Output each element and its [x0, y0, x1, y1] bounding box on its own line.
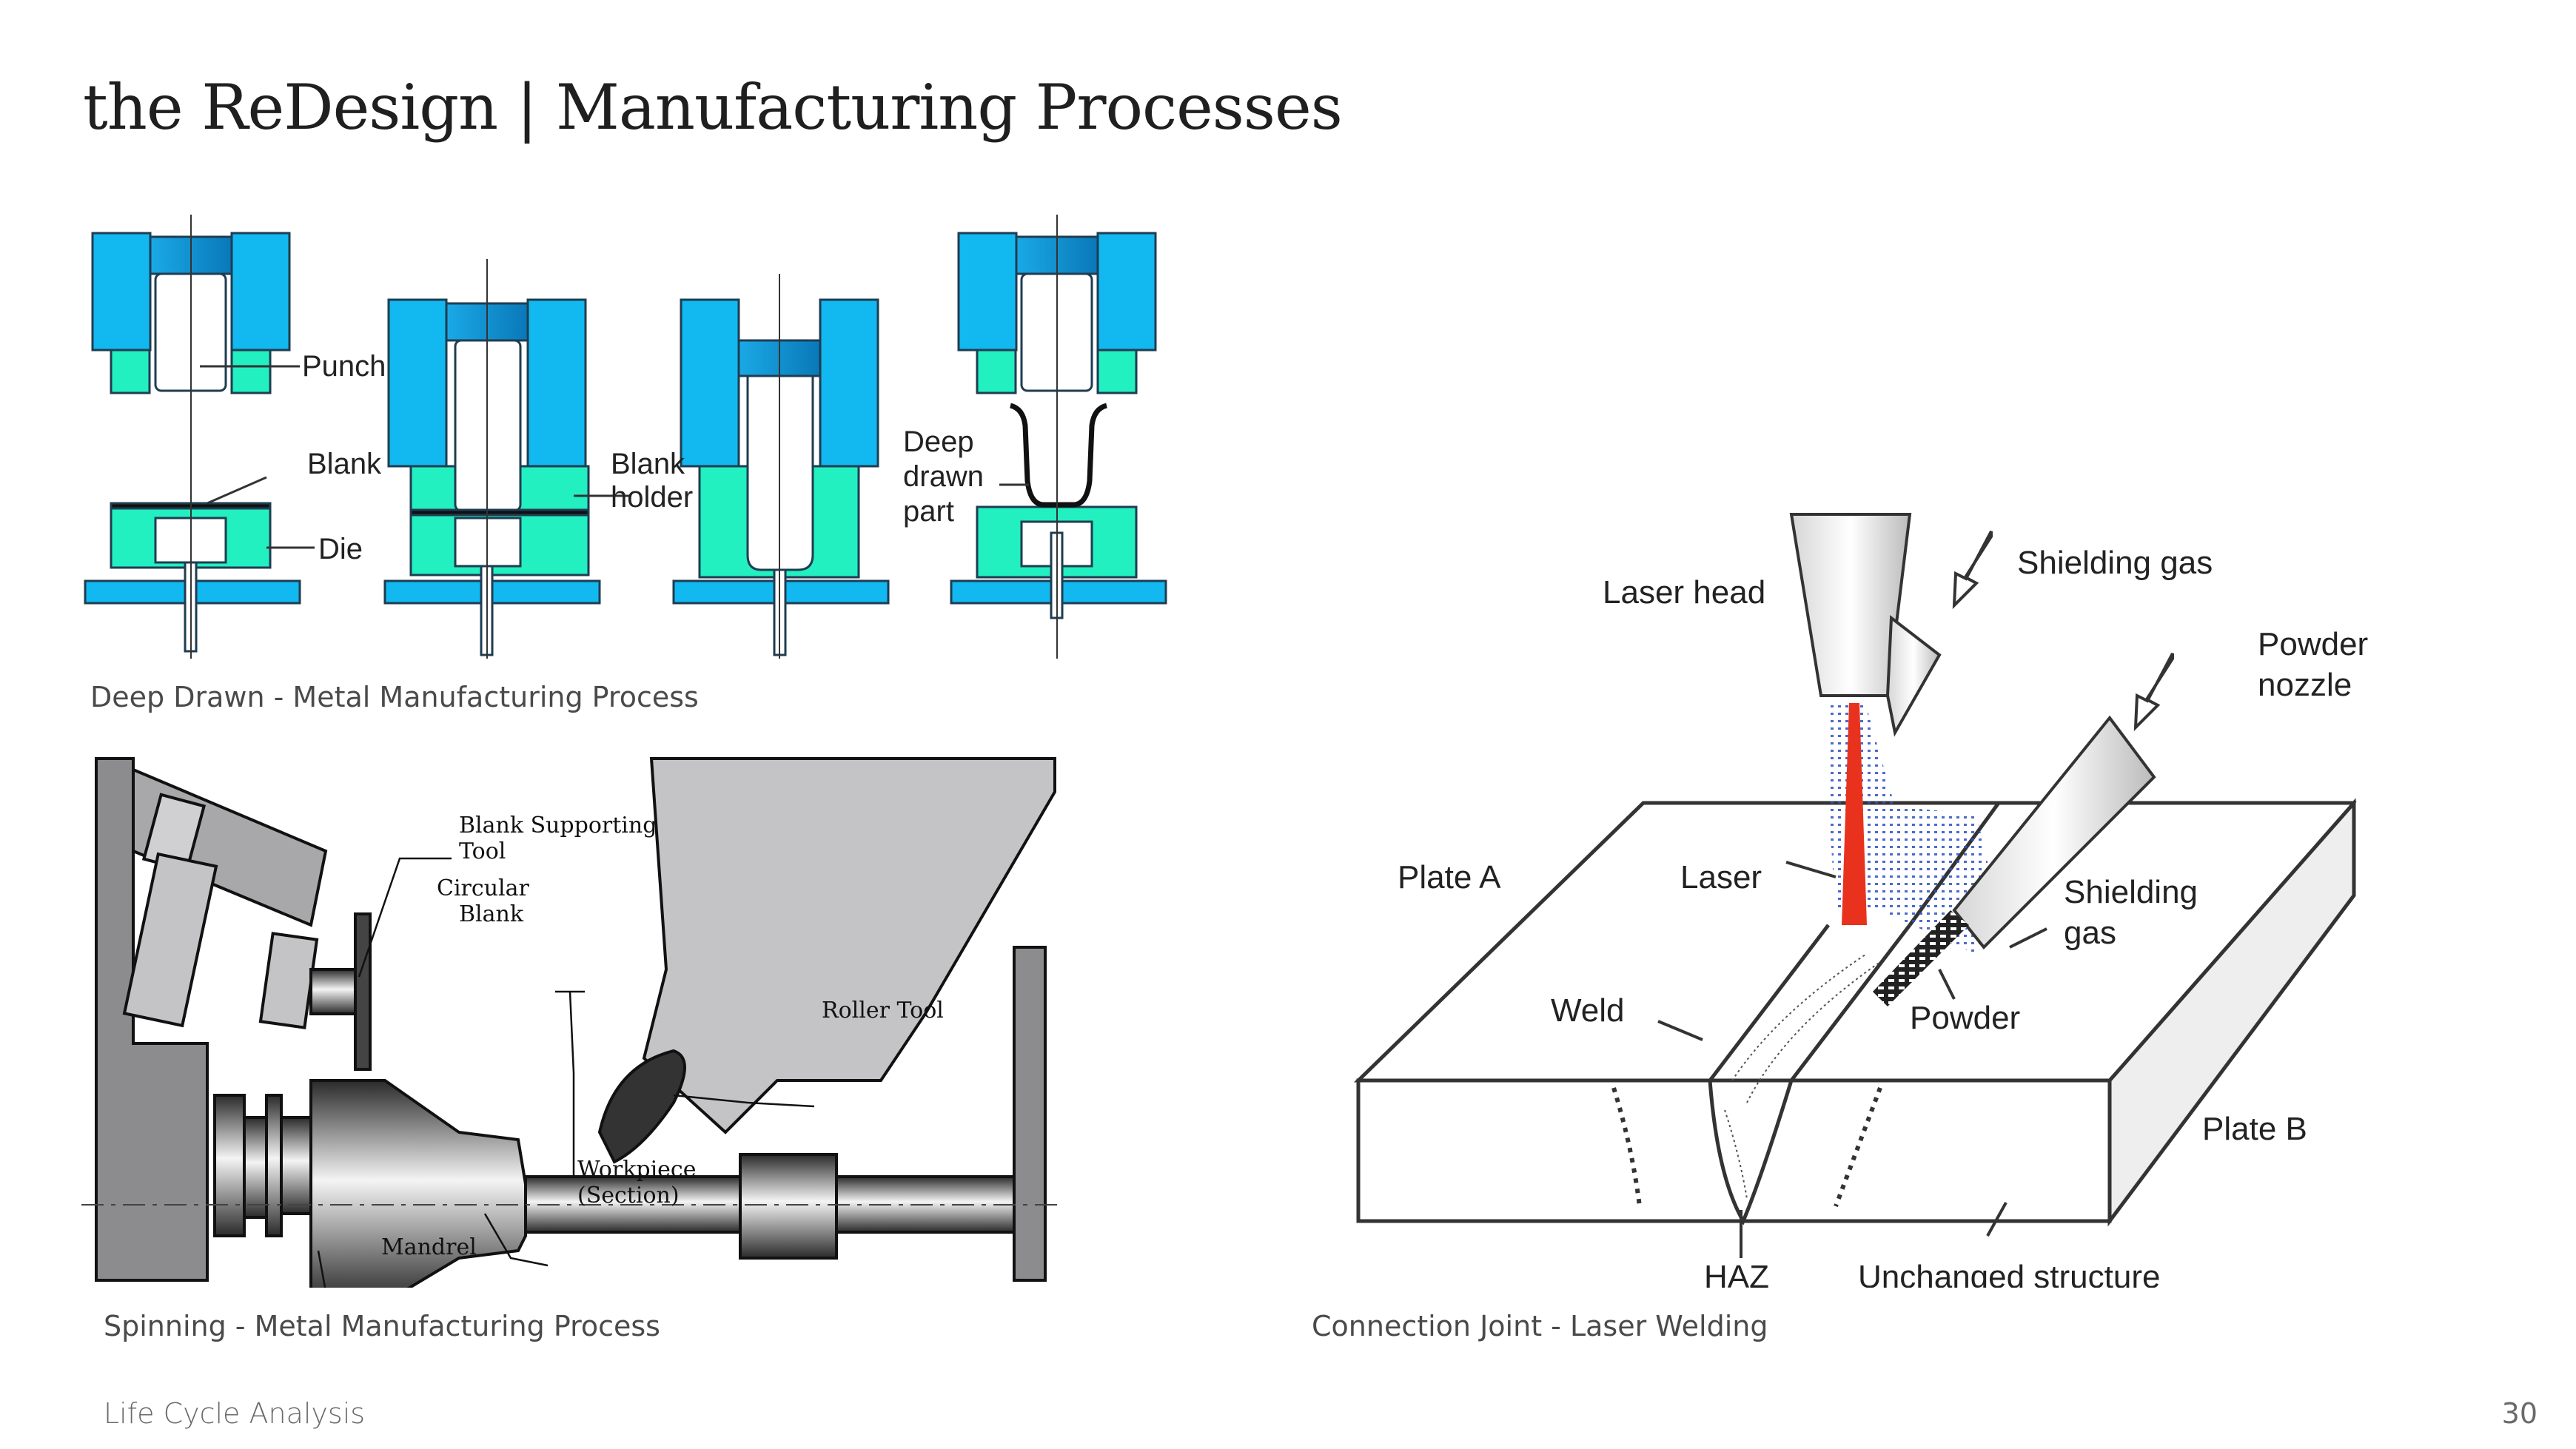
laser-welding-diagram: Laser head Shielding gas Powder nozzle P…: [1353, 513, 2368, 1295]
label-powder: Powder: [1910, 1000, 2020, 1036]
deep-drawing-figure: Punch Blank Die Blank holder Deep drawn …: [81, 215, 1192, 673]
laser-welding-figure: Laser head Shielding gas Powder nozzle P…: [1347, 496, 2398, 1295]
stage-1: [84, 232, 301, 653]
label-deep-drawn-1: Deep: [903, 426, 974, 458]
title-prefix: the: [83, 71, 202, 144]
caption-deep-drawing: Deep Drawn - Metal Manufacturing Process: [90, 681, 699, 713]
stage-3: [672, 298, 890, 656]
label-plate-a: Plate A: [1398, 859, 1501, 895]
powder-stream: [1873, 910, 1969, 1006]
label-workpiece-2: (Section): [577, 1183, 680, 1208]
label-mandrel: Mandrel: [381, 1234, 477, 1260]
label-punch: Punch: [302, 350, 386, 383]
label-laser-head: Laser head: [1603, 574, 1765, 611]
label-blank-holder-1: Blank: [611, 448, 685, 480]
label-circular-blank-2: Blank: [459, 901, 524, 927]
label-unchanged-structure: Unchanged structure: [1858, 1259, 2160, 1288]
headstock: [95, 757, 209, 1282]
label-plate-b: Plate B: [2202, 1111, 2307, 1147]
page-number: 30: [2501, 1397, 2538, 1430]
label-blank-holder-2: holder: [611, 481, 693, 514]
label-laser: Laser: [1680, 859, 1762, 895]
label-deep-drawn-2: drawn: [903, 460, 984, 493]
label-shielding-gas-1: Shielding: [2064, 874, 2198, 910]
title-main: ReDesign | Manufacturing Processes: [201, 71, 1343, 144]
spinning-diagram: Blank Supporting Tool Circular Blank Rol…: [81, 757, 1059, 1334]
footer-section-label: Life Cycle Analysis: [104, 1397, 366, 1430]
label-die: Die: [318, 533, 363, 565]
label-circular-blank-1: Circular: [437, 875, 529, 901]
caption-laser-welding: Connection Joint - Laser Welding: [1312, 1310, 1768, 1342]
label-deep-drawn-3: part: [903, 495, 954, 528]
spinning-figure: Blank Supporting Tool Circular Blank Rol…: [81, 747, 1059, 1334]
label-powder-nozzle-1: Powder: [2258, 626, 2368, 662]
powder-nozzle: [1952, 715, 2156, 949]
label-shielding-gas-2: gas: [2064, 915, 2116, 951]
label-blank-supporting-1: Blank Supporting: [459, 813, 657, 838]
label-blank: Blank: [307, 448, 382, 480]
stage-4: [950, 232, 1167, 619]
stage-2: [383, 298, 601, 656]
label-shielding-gas-top: Shielding gas: [2017, 545, 2213, 581]
label-blank-supporting-2: Tool: [459, 838, 506, 864]
slide-title: the ReDesign | Manufacturing Processes: [83, 71, 1343, 144]
label-roller-tool: Roller Tool: [822, 998, 944, 1023]
label-powder-nozzle-2: nozzle: [2258, 667, 2352, 703]
label-haz: HAZ: [1704, 1259, 1769, 1288]
laser-beam: [1842, 703, 1867, 925]
label-workpiece-1: Workpiece: [577, 1157, 697, 1183]
label-weld: Weld: [1551, 992, 1624, 1029]
deep-drawing-diagram: Punch Blank Die Blank holder Deep drawn …: [84, 215, 1167, 659]
caption-spinning: Spinning - Metal Manufacturing Process: [104, 1310, 660, 1342]
